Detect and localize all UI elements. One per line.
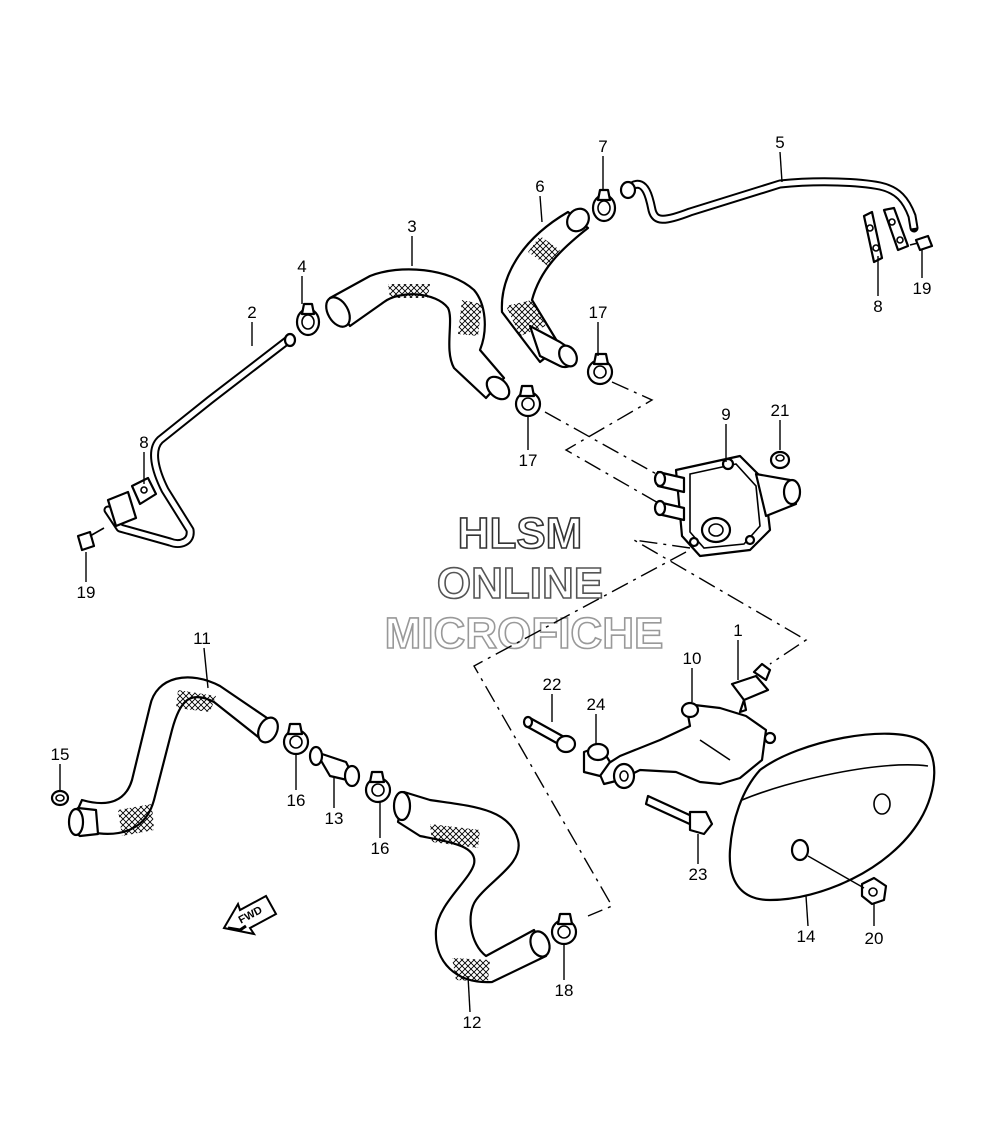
clamp-4 xyxy=(295,302,321,337)
clamp-16-right xyxy=(364,770,392,804)
watermark-line-1: HLSM xyxy=(458,509,583,558)
callout-18: 18 xyxy=(555,981,574,1000)
routing-lines xyxy=(473,381,808,917)
bolt-19-left xyxy=(76,527,105,552)
callout-13: 13 xyxy=(325,809,344,828)
watermark-line-2: ONLINE xyxy=(437,559,603,608)
callout-21: 21 xyxy=(771,401,790,420)
hose-11 xyxy=(67,676,279,838)
callout-19-left: 19 xyxy=(77,583,96,602)
hose-3 xyxy=(325,268,511,401)
callout-14: 14 xyxy=(797,927,816,946)
grommet-24 xyxy=(582,742,612,778)
callout-22: 22 xyxy=(543,675,562,694)
arrow-icon xyxy=(222,894,278,936)
callout-8-right: 8 xyxy=(873,297,882,316)
clamp-17-left xyxy=(514,384,542,418)
callout-1: 1 xyxy=(733,621,742,640)
bracket-10 xyxy=(596,701,777,790)
clamp-16-left xyxy=(282,722,310,756)
callout-19-right: 19 xyxy=(913,279,932,298)
bolt-23 xyxy=(644,794,714,836)
valve-9 xyxy=(653,454,802,558)
callout-8-left: 8 xyxy=(139,433,148,452)
callout-7: 7 xyxy=(598,137,607,156)
clamp-17-right xyxy=(586,352,614,386)
cap-21 xyxy=(769,450,791,470)
joint-13 xyxy=(308,745,361,788)
callout-11: 11 xyxy=(193,629,211,648)
callout-10: 10 xyxy=(683,649,702,668)
callout-24: 24 xyxy=(587,695,606,714)
callout-6: 6 xyxy=(535,177,544,196)
leader-lines xyxy=(59,151,923,1013)
sensor-1 xyxy=(730,662,772,714)
callout-4: 4 xyxy=(297,257,306,276)
fwd-arrow: FWD xyxy=(222,894,278,936)
callout-17-right: 17 xyxy=(589,303,608,322)
callout-16-left: 16 xyxy=(287,791,306,810)
collar-22 xyxy=(522,715,577,754)
callout-15: 15 xyxy=(51,745,70,764)
cover-14 xyxy=(728,732,936,902)
hose-12 xyxy=(392,790,551,984)
callout-5: 5 xyxy=(775,133,784,152)
clamp-8-upper xyxy=(862,206,910,264)
callout-labels: 1 2 3 4 5 6 7 8 8 9 10 11 12 13 14 15 16… xyxy=(51,133,932,1032)
clamp-18 xyxy=(550,912,578,946)
pipe-5 xyxy=(619,177,919,233)
callout-20: 20 xyxy=(865,929,884,948)
clip-15 xyxy=(50,789,70,807)
callout-12: 12 xyxy=(463,1013,482,1032)
nut-20 xyxy=(860,876,888,906)
hose-6 xyxy=(500,207,590,369)
callout-3: 3 xyxy=(407,217,416,236)
clamp-7 xyxy=(591,188,617,223)
callout-23: 23 xyxy=(689,865,708,884)
watermark-line-3: MICROFICHE xyxy=(385,609,664,658)
bolt-19-upper xyxy=(909,234,934,252)
callout-9: 9 xyxy=(721,405,730,424)
pipe-2 xyxy=(103,332,297,548)
callout-2: 2 xyxy=(247,303,256,322)
clamp-8-left xyxy=(106,476,158,528)
callout-17-left: 17 xyxy=(519,451,538,470)
callout-16-right: 16 xyxy=(371,839,390,858)
